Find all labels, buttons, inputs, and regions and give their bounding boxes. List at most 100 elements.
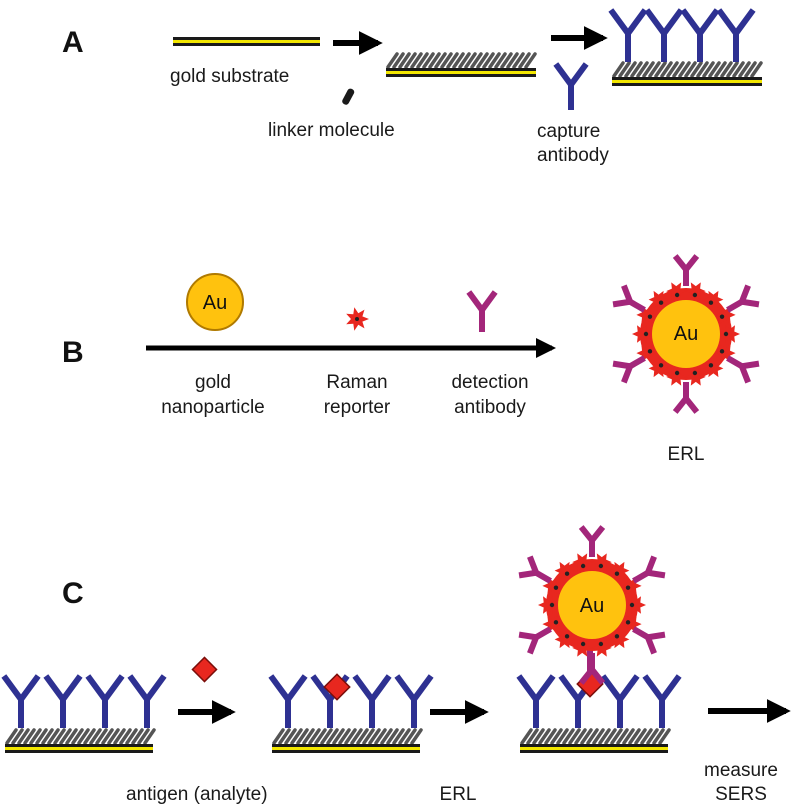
linker-molecule <box>750 61 763 78</box>
capture-antibody <box>642 674 682 728</box>
raman-reporter <box>591 553 612 571</box>
linker-molecule <box>636 61 649 78</box>
linker-molecule <box>41 728 54 745</box>
panel-b-label: B <box>62 336 84 369</box>
capture-label-line2: antibody <box>537 145 609 166</box>
reporter-shell <box>612 254 760 414</box>
linker-molecule <box>296 728 309 745</box>
raman-label-line2: reporter <box>324 397 391 418</box>
detection-antibody-icon <box>466 290 498 332</box>
erl-particle: Au <box>612 254 760 414</box>
linker-molecule <box>131 728 144 745</box>
substrate-with-linker <box>386 52 537 77</box>
linker-molecule <box>302 728 315 745</box>
linker-molecule <box>612 61 625 78</box>
linker-molecule <box>616 728 629 745</box>
raman-reporter <box>648 359 669 378</box>
raman-reporter <box>632 325 652 343</box>
raman-reporter <box>720 325 740 343</box>
linker-molecule <box>538 728 551 745</box>
linker-molecule <box>652 728 665 745</box>
linker-molecule <box>604 728 617 745</box>
linker-molecule <box>726 61 739 78</box>
erl-c-au-label: Au <box>580 595 604 617</box>
raman-reporter <box>685 368 706 386</box>
linker-molecule <box>380 728 393 745</box>
capture-antibody <box>600 674 640 728</box>
linker-molecule <box>344 728 357 745</box>
linker-molecule <box>512 52 525 69</box>
linker-molecule <box>398 728 411 745</box>
capture-antibody <box>127 674 167 728</box>
raman-reporter-icon <box>346 307 369 331</box>
capture-antibody <box>608 8 648 62</box>
linker-molecule <box>470 52 483 69</box>
linker-molecule <box>101 728 114 745</box>
raman-reporter <box>703 359 724 378</box>
linker-molecule <box>23 728 36 745</box>
linker-molecule <box>113 728 126 745</box>
capture-antibody <box>553 62 589 110</box>
assembly-3: Au <box>516 525 682 753</box>
detection-antibody <box>672 382 700 414</box>
raman-reporter <box>538 596 558 614</box>
panel-c-label: C <box>62 577 84 610</box>
linker-molecule <box>622 728 635 745</box>
linker-molecule <box>678 61 691 78</box>
linker-molecule <box>125 728 138 745</box>
linker-molecule <box>95 728 108 745</box>
linker-molecule <box>640 728 653 745</box>
detection-antibody <box>578 653 606 685</box>
linker-molecule <box>17 728 30 745</box>
linker-molecule <box>646 728 659 745</box>
linker-molecule <box>392 52 405 69</box>
capture-antibody <box>1 674 41 728</box>
raman-reporter <box>572 639 593 657</box>
linker-molecule <box>518 52 531 69</box>
linker-molecule <box>332 728 345 745</box>
linker-molecule <box>404 52 417 69</box>
raman-label-line1: Raman <box>326 372 387 393</box>
linker-molecule <box>630 61 643 78</box>
linker-molecule <box>696 61 709 78</box>
linker-molecule <box>690 61 703 78</box>
linker-molecule <box>392 728 405 745</box>
panel-a-label: A <box>62 26 84 59</box>
linker-molecule <box>610 728 623 745</box>
detection-antibody <box>672 254 700 286</box>
linker-molecule <box>398 52 411 69</box>
capture-antibody <box>43 674 83 728</box>
linker-molecule <box>658 728 671 745</box>
raman-reporter <box>626 596 646 614</box>
linker-molecule <box>137 728 150 745</box>
linker-molecule <box>598 728 611 745</box>
detection-antibody <box>578 525 606 557</box>
linker-molecule <box>290 728 303 745</box>
raman-reporter <box>636 344 657 362</box>
capture-antibody <box>268 674 308 728</box>
linker-molecule <box>464 52 477 69</box>
capture-antibody <box>394 674 434 728</box>
linker-molecule <box>440 52 453 69</box>
au-label: Au <box>203 292 227 314</box>
linker-molecule <box>568 728 581 745</box>
capture-label-line1: capture <box>537 121 600 142</box>
linker-molecule <box>744 61 757 78</box>
linker-molecule <box>550 728 563 745</box>
linker-molecule <box>524 52 537 69</box>
erl-particle-bound: Au <box>518 525 666 685</box>
erl-c-label: ERL <box>440 784 477 805</box>
detection-antibody <box>518 626 552 655</box>
linker-molecule <box>284 728 297 745</box>
assembly-1 <box>1 674 167 753</box>
linker-molecule <box>618 61 631 78</box>
linker-molecule <box>720 61 733 78</box>
linker-molecule <box>458 52 471 69</box>
capture-antibody <box>716 8 756 62</box>
detection-antibody <box>632 555 666 584</box>
raman-reporter <box>703 290 724 309</box>
linker-molecule <box>416 52 429 69</box>
linker-molecule <box>53 728 66 745</box>
